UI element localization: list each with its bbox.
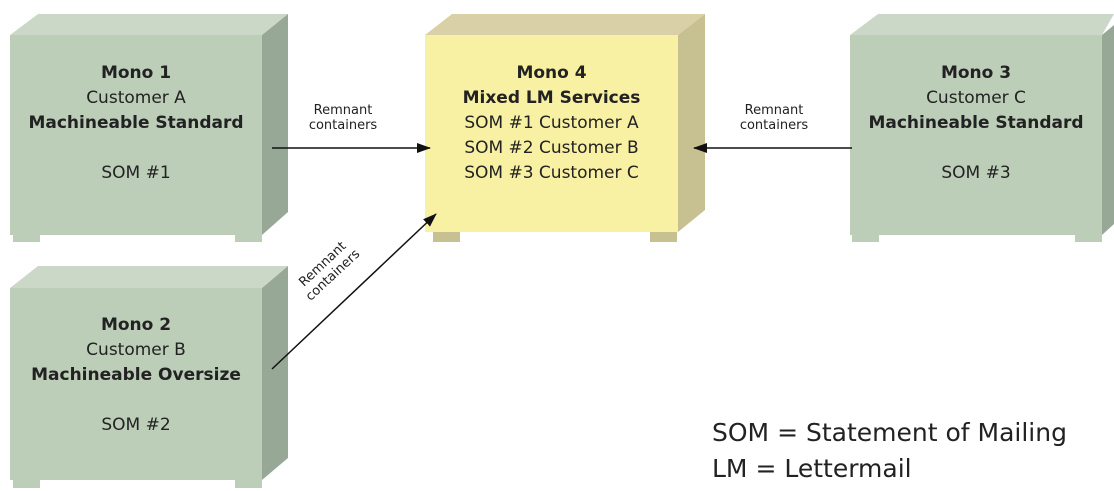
mono1-service: Machineable Standard [28,113,244,133]
mono1-title: Mono 1 [100,63,172,83]
mono4-line-3: SOM #3 Customer C [464,163,639,183]
mono4-line-2: SOM #2 Customer B [464,138,639,158]
mono3-title: Mono 3 [940,63,1012,83]
mono3-service: Machineable Standard [868,113,1084,133]
mono3-text: Mono 3 Customer C Machineable Standard S… [850,61,1102,186]
mono1-customer: Customer A [86,88,186,108]
container-mono1 [10,14,288,242]
container-mono4 [425,14,705,242]
legend-som: SOM = Statement of Mailing [712,418,1067,447]
arrow-label-mono1: Remnant containers [288,103,398,133]
mono2-text: Mono 2 Customer B Machineable Oversize S… [10,313,262,438]
mono2-service: Machineable Oversize [31,365,241,385]
mono4-text: Mono 4 Mixed LM Services SOM #1 Customer… [425,61,678,186]
arrow-label-mono1-line2: containers [308,118,378,133]
legend-lm: LM = Lettermail [712,454,912,483]
mono2-som: SOM #2 [101,415,171,435]
mono4-line-1: SOM #1 Customer A [464,113,639,133]
arrow-label-mono3-line2: containers [739,118,809,133]
mono1-som: SOM #1 [101,163,171,183]
mono4-service: Mixed LM Services [462,88,641,108]
arrow-mono2-to-mono4 [271,213,437,370]
mono2-title: Mono 2 [100,315,172,335]
arrow-label-mono3: Remnant containers [714,103,834,133]
mono3-som: SOM #3 [941,163,1011,183]
mono3-customer: Customer C [926,88,1026,108]
arrow-label-mono3-line1: Remnant [744,103,804,118]
mono2-customer: Customer B [86,340,186,360]
mono4-title: Mono 4 [516,63,587,83]
container-mono3 [850,14,1114,242]
arrow-label-mono1-line1: Remnant [313,103,373,118]
container-mono2 [10,266,288,488]
mono1-text: Mono 1 Customer A Machineable Standard S… [10,61,262,186]
